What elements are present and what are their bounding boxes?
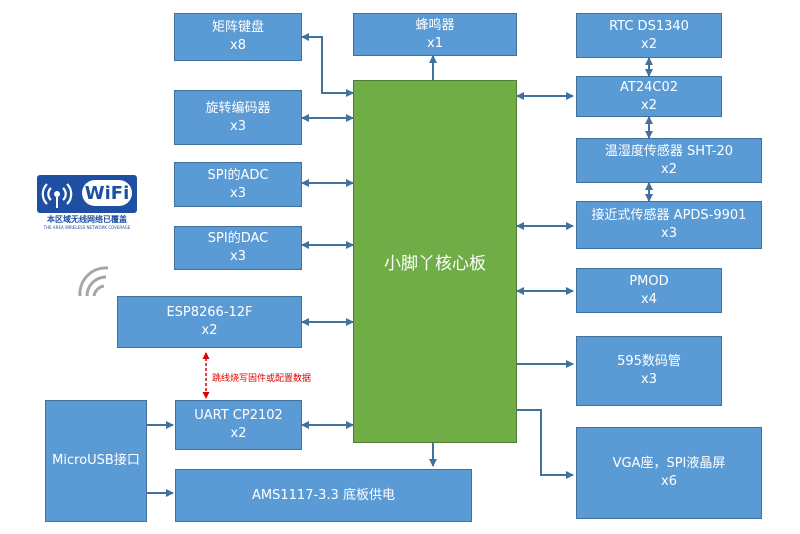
block-spi-dac-count: x3	[230, 249, 246, 264]
block-vga-lcd: VGA座，SPI液晶屏 x6	[576, 427, 762, 519]
block-buzzer: 蜂鸣器 x1	[353, 13, 517, 56]
block-microusb-title: MicroUSB接口	[52, 453, 140, 468]
jumper-note: 跳线烧写固件或配置数据	[212, 374, 312, 384]
block-spi-adc-count: x3	[230, 185, 246, 201]
core-board-label: 小脚丫核心板	[384, 254, 486, 274]
wifi-word: WiFi	[82, 180, 132, 206]
block-keyboard-count: x8	[230, 38, 246, 53]
block-pmod-count: x4	[641, 291, 657, 307]
block-apds9901-title: 接近式传感器 APDS-9901	[591, 208, 747, 223]
block-at24c02: AT24C02 x2	[576, 76, 722, 117]
block-buzzer-title: 蜂鸣器	[415, 17, 455, 33]
block-at24c02-count: x2	[641, 97, 657, 113]
block-spi-dac: SPI的DAC x3	[174, 226, 302, 270]
block-pmod-title: PMOD	[629, 273, 669, 289]
block-spi-adc-title: SPI的ADC	[207, 167, 269, 183]
block-595-title: 595数码管	[617, 354, 681, 369]
block-esp8266-count: x2	[201, 323, 218, 338]
wifi-signal-icon	[41, 183, 73, 208]
block-595-count: x3	[641, 372, 657, 387]
wifi-logo-box: WiFi	[37, 175, 137, 213]
block-at24c02-title: AT24C02	[620, 79, 678, 95]
block-apds9901: 接近式传感器 APDS-9901 x3	[576, 201, 762, 249]
core-board: 小脚丫核心板	[353, 80, 517, 443]
block-spi-adc: SPI的ADC x3	[174, 162, 302, 207]
wireless-waves-icon	[78, 266, 109, 297]
block-buzzer-count: x1	[427, 35, 443, 51]
block-vga-count: x6	[661, 474, 677, 489]
block-encoder-title: 旋转编码器	[205, 100, 271, 116]
block-sht20: 温湿度传感器 SHT-20 x2	[576, 138, 762, 183]
block-keyboard-title: 矩阵键盘	[211, 20, 264, 35]
block-pmod: PMOD x4	[576, 268, 722, 313]
block-apds9901-count: x3	[661, 226, 677, 241]
block-ams1117: AMS1117-3.3 底板供电	[175, 469, 472, 522]
block-spi-dac-title: SPI的DAC	[207, 231, 269, 246]
wifi-caption-en: THE AREA WIRELESS NETWORK COVERAGE	[43, 225, 131, 230]
block-esp8266-title: ESP8266-12F	[166, 305, 253, 320]
wifi-logo: WiFi 本区域无线网络已覆盖 THE AREA WIRELESS NETWOR…	[37, 175, 137, 231]
block-sht20-count: x2	[661, 161, 677, 177]
block-rtc: RTC DS1340 x2	[576, 13, 722, 58]
block-vga-title: VGA座，SPI液晶屏	[612, 456, 726, 471]
wire-vga	[517, 409, 574, 479]
block-microusb: MicroUSB接口	[45, 400, 147, 522]
block-uart-title: UART CP2102	[194, 408, 283, 423]
block-uart: UART CP2102 x2	[175, 400, 302, 450]
block-rtc-title: RTC DS1340	[609, 18, 689, 34]
block-rtc-count: x2	[641, 36, 657, 52]
block-encoder-count: x3	[230, 118, 246, 134]
block-sht20-title: 温湿度传感器 SHT-20	[604, 143, 734, 159]
wifi-caption-cn: 本区域无线网络已覆盖	[47, 215, 127, 224]
block-esp8266: ESP8266-12F x2	[117, 296, 302, 348]
block-ams1117-title: AMS1117-3.3 底板供电	[252, 487, 395, 503]
wire-keyboard	[301, 33, 354, 97]
block-uart-count: x2	[230, 426, 247, 441]
block-595-segment: 595数码管 x3	[576, 336, 722, 406]
block-keyboard: 矩阵键盘 x8	[174, 13, 302, 61]
block-encoder: 旋转编码器 x3	[174, 90, 302, 145]
